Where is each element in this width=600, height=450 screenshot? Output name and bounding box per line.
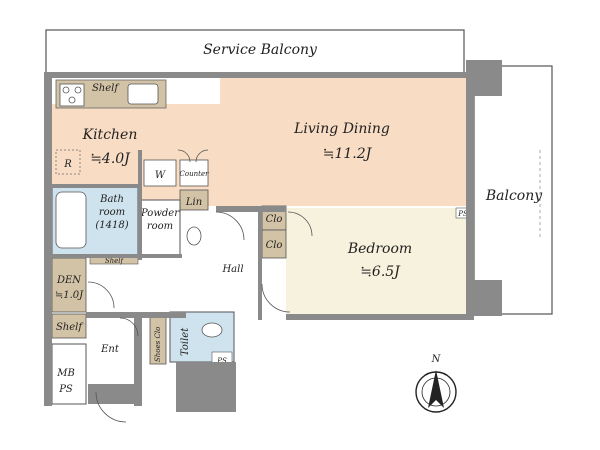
mb-label: MB [56, 368, 75, 379]
kitchen-area: ≒4.0J [90, 151, 131, 167]
bedroom-room [286, 208, 466, 314]
bedroom-area: ≒6.5J [360, 264, 401, 280]
doors [87, 149, 313, 423]
toilet-label: Toilet [180, 327, 191, 356]
stove-icon [59, 83, 85, 107]
mb-ps-space [51, 343, 87, 405]
powder-label-2: room [147, 221, 173, 232]
shelf-top-label: Shelf [92, 83, 120, 94]
refrigerator-space [55, 149, 81, 175]
service-balcony-label: Service Balcony [203, 42, 318, 58]
bath-label-2: room [99, 207, 125, 218]
den-area: ≒1.0J [55, 290, 84, 301]
bath-size: (1418) [95, 220, 128, 231]
living-dining-label: Living Dining [293, 121, 390, 137]
powder-label: Powder [140, 208, 180, 219]
kitchen-label: Kitchen [82, 127, 138, 143]
shelf-left [51, 313, 87, 339]
north-label: N [431, 354, 442, 365]
ps-toilet-label: PS [216, 357, 227, 365]
closet-1-label: Clo [266, 214, 283, 225]
sink-icon [127, 83, 159, 105]
balcony-area [473, 65, 553, 315]
balcony-label: Balcony [485, 188, 543, 204]
linen-label: Lin [185, 197, 202, 208]
toilet-icon [201, 322, 223, 338]
hall-label: Hall [221, 264, 243, 275]
living-dining-area: ≒11.2J [323, 146, 373, 162]
washer-label: W [155, 170, 166, 181]
shoes-closet-label: Shoes Clo [154, 327, 162, 362]
closet-2 [261, 229, 287, 259]
bath-label: Bath [99, 194, 124, 205]
living-dining-room [220, 78, 466, 206]
counter-label: Counter [180, 170, 210, 178]
bedroom-label: Bedroom [347, 241, 412, 257]
service-balcony-area [45, 29, 465, 75]
shelf-left-label: Shelf [56, 322, 84, 333]
refrigerator-label: R [63, 159, 72, 170]
entrance-label: Ent [100, 344, 120, 355]
north-compass-icon [415, 370, 457, 413]
bathtub-icon [55, 191, 87, 249]
washer-space [143, 159, 177, 187]
washbasin-icon [186, 226, 202, 246]
mb-ps-label: PS [58, 384, 73, 395]
ps-right-label: PS [457, 210, 468, 218]
walls [44, 60, 502, 412]
den-label: DEN [56, 275, 82, 286]
closet-2-label: Clo [266, 240, 283, 251]
shelf-small-label: Shelf [105, 257, 125, 265]
